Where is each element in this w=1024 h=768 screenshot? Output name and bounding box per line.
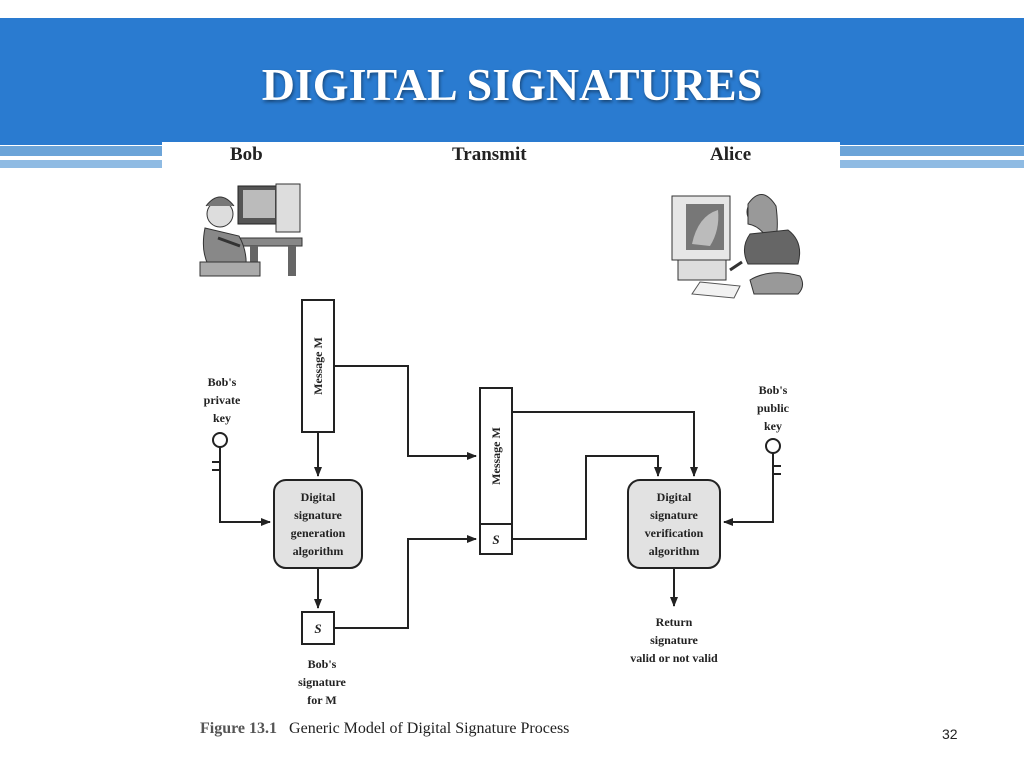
figure-caption-number: Figure 13.1 bbox=[200, 720, 278, 737]
verification-line-1: Digital bbox=[657, 490, 692, 504]
return-caption-line-1: Return bbox=[656, 615, 693, 629]
arrow-signature-to-transmit bbox=[334, 535, 477, 629]
title-bar bbox=[0, 18, 1024, 145]
column-transmit: Transmit bbox=[452, 144, 527, 165]
verification-line-2: signature bbox=[650, 508, 698, 522]
return-caption-line-2: signature bbox=[650, 633, 698, 647]
arrow-public-key-to-verification bbox=[723, 484, 774, 526]
private-key-icon bbox=[211, 432, 229, 484]
signature-caption-line-2: signature bbox=[298, 675, 346, 689]
generation-line-2: signature bbox=[294, 508, 342, 522]
arrow-message-to-transmit bbox=[334, 365, 477, 460]
verification-line-4: algorithm bbox=[649, 544, 700, 558]
alice-computer-illustration bbox=[671, 194, 804, 299]
public-key-line-1: Bob's bbox=[759, 383, 788, 397]
message-label-transmit: Message M bbox=[489, 427, 503, 485]
signature-label-transmit: S bbox=[492, 532, 499, 547]
figure-caption: Figure 13.1 Generic Model of Digital Sign… bbox=[200, 720, 569, 738]
arrow-transmit-signature-to-verification bbox=[512, 455, 662, 540]
bob-computer-illustration bbox=[199, 183, 303, 277]
return-caption-line-3: valid or not valid bbox=[630, 651, 718, 665]
generation-line-4: algorithm bbox=[293, 544, 344, 558]
page-number: 32 bbox=[942, 726, 958, 742]
public-key-icon bbox=[764, 438, 782, 484]
top-strip bbox=[0, 0, 1024, 18]
signature-label-bob: S bbox=[314, 621, 321, 636]
verification-line-3: verification bbox=[645, 526, 704, 540]
column-alice: Alice bbox=[710, 144, 752, 165]
public-key-line-3: key bbox=[764, 419, 782, 433]
message-box-bob bbox=[301, 299, 335, 433]
message-label-bob: Message M bbox=[311, 337, 325, 395]
public-key-line-2: public bbox=[757, 401, 790, 415]
signature-caption-line-3: for M bbox=[307, 693, 336, 707]
generation-line-3: generation bbox=[291, 526, 346, 540]
arrow-transmit-message-to-verification bbox=[512, 411, 698, 477]
figure-caption-text: Generic Model of Digital Signature Proce… bbox=[289, 720, 570, 737]
column-bob: Bob bbox=[230, 144, 263, 165]
private-key-line-1: Bob's bbox=[208, 375, 237, 389]
generation-line-1: Digital bbox=[301, 490, 336, 504]
message-box-transmit bbox=[479, 387, 513, 525]
slide-title: DIGITAL SIGNATURES bbox=[261, 59, 763, 110]
private-key-line-2: private bbox=[204, 393, 241, 407]
arrow-private-key-to-generation bbox=[219, 484, 271, 526]
signature-caption-line-1: Bob's bbox=[308, 657, 337, 671]
private-key-line-3: key bbox=[213, 411, 231, 425]
